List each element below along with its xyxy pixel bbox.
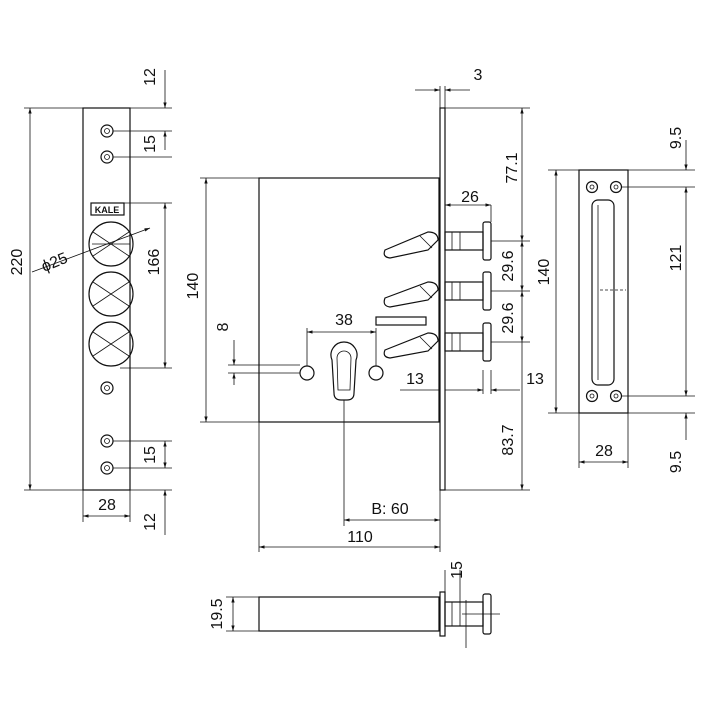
dim-bolt-bottom-offset: 83.7	[500, 424, 517, 455]
screw-hole-icon	[100, 381, 114, 395]
latch-bar	[375, 316, 427, 326]
logo-text: KALE	[95, 205, 120, 215]
bottom-view: 19.5 15	[209, 561, 500, 648]
cylinder-hole-icon	[88, 321, 134, 367]
screw-hole-icon	[368, 365, 384, 381]
screw-hole-icon	[100, 461, 114, 475]
kale-logo: KALE	[90, 202, 125, 216]
screw-hole-icon	[609, 180, 623, 194]
lock-case-outline	[258, 177, 440, 423]
dim-plate-thickness: 3	[474, 67, 483, 84]
dim-strike-bottom-margin: 9.5	[668, 451, 685, 473]
bolt-lever	[383, 281, 439, 308]
bolt-lever	[383, 332, 439, 359]
dim-faceplate-cylinder-span: 166	[146, 249, 163, 276]
dim-strike-height: 140	[536, 259, 553, 286]
strike-opening	[591, 199, 615, 386]
dim-bottom-view-bolt-width: 15	[449, 561, 466, 579]
screw-hole-icon	[585, 389, 599, 403]
dim-strike-hole-span: 121	[668, 245, 685, 272]
dim-faceplate-hole-diameter: ϕ25	[39, 250, 70, 276]
screw-hole-icon	[299, 365, 315, 381]
screw-hole-icon	[100, 150, 114, 164]
dim-faceplate-total-height: 220	[9, 249, 26, 276]
dim-strike-top-margin: 9.5	[668, 127, 685, 149]
screw-hole-icon	[100, 434, 114, 448]
dim-faceplate-hole-spacing-bottom: 15	[142, 446, 159, 464]
screw-hole-icon	[100, 124, 114, 138]
cylinder-cutout-icon	[330, 341, 358, 401]
bolt-lever	[383, 231, 439, 259]
dim-bolt-head-13-right: 13	[526, 371, 544, 388]
dim-bolt-spacing-1: 29.6	[500, 250, 517, 281]
strike-plate-outline	[578, 169, 629, 414]
dim-faceplate-width: 28	[98, 497, 116, 514]
deadbolt	[444, 271, 492, 311]
dim-bolt-head-13-left: 13	[406, 371, 424, 388]
dim-faceplate-top-margin: 12	[142, 68, 159, 86]
dim-cam-height: 8	[215, 322, 232, 331]
screw-hole-icon	[585, 180, 599, 194]
dim-strike-width: 28	[595, 443, 613, 460]
faceplate-view: KALE 12 15	[9, 68, 172, 535]
bottom-case-outline	[258, 596, 440, 632]
cylinder-hole-icon	[88, 221, 134, 267]
dim-bolt-top-offset: 77.1	[504, 152, 521, 183]
dim-case-depth: 110	[347, 529, 373, 546]
deadbolt	[444, 322, 492, 362]
dim-backset: B: 60	[371, 501, 408, 518]
front-plate	[439, 107, 446, 491]
lock-body-view: 3 77.1 26 29.6 29.6 83.7 13 13 140	[185, 67, 544, 552]
strike-plate-view: 140 9.5 121 9.5 28	[536, 127, 695, 473]
dim-case-height: 140	[185, 273, 202, 300]
deadbolt	[444, 221, 492, 261]
dim-bolt-spacing-2: 29.6	[500, 302, 517, 333]
dim-cylinder-screw-spacing: 38	[335, 312, 353, 329]
screw-hole-icon	[609, 389, 623, 403]
faceplate-outline	[82, 107, 131, 491]
dim-bottom-view-height: 19.5	[209, 598, 226, 629]
dim-bolt-protrusion: 26	[461, 189, 479, 206]
dim-faceplate-hole-spacing-top: 15	[142, 135, 159, 153]
dim-faceplate-bottom-margin: 12	[142, 513, 159, 531]
cylinder-hole-icon	[88, 271, 134, 317]
